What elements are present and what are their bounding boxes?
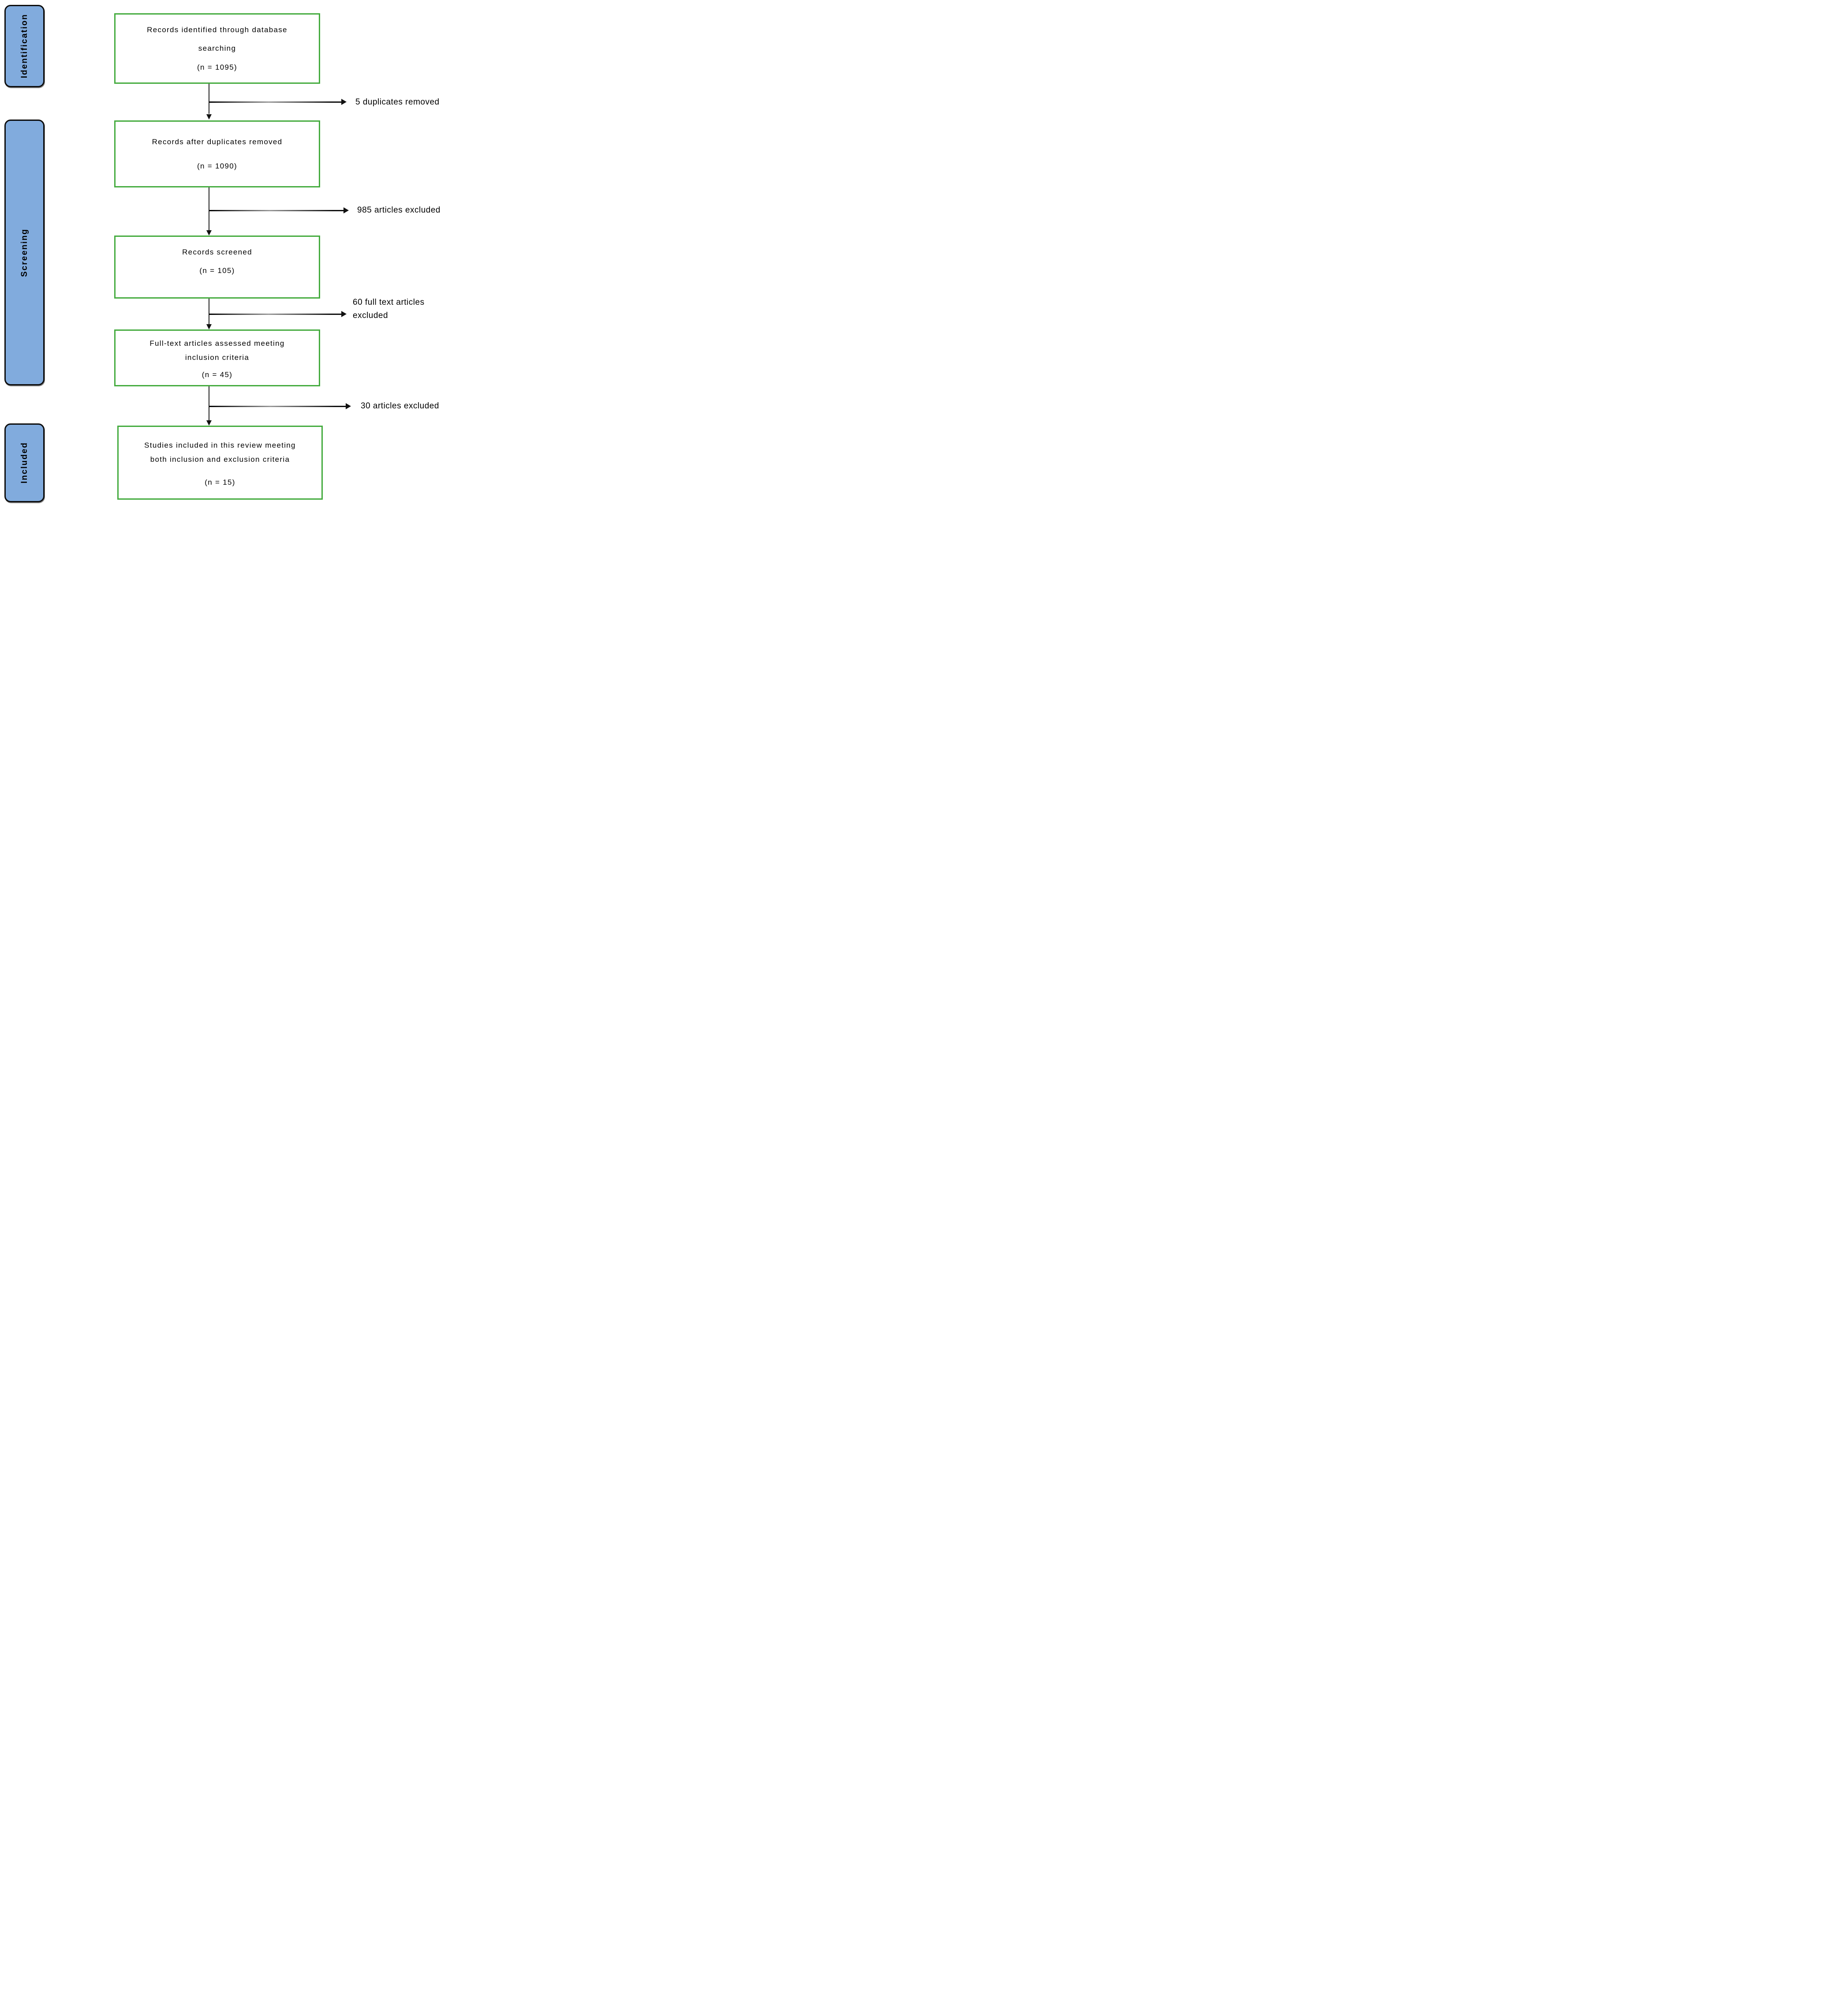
side-label-line: 5 duplicates removed [355,97,440,107]
flow-box-fulltext-assessed: Full-text articles assessed meeting incl… [114,329,320,386]
side-label-line: 60 full text articles [353,298,425,307]
branch-2-hline [209,210,343,211]
arrowhead-down-icon [206,420,212,426]
branch-1-hline [209,101,341,103]
stage-label-included: Included [19,442,29,484]
box-line: Studies included in this review meeting [144,441,296,450]
arrowhead-right-icon [341,311,347,317]
box-line: inclusion criteria [185,353,250,362]
arrowhead-right-icon [343,207,349,213]
side-label-fulltext-excluded-60: 60 full text articles excluded [353,296,425,322]
arrowhead-right-icon [341,99,347,105]
stage-box-identification: Identification [4,5,45,87]
stage-label-screening: Screening [19,228,29,277]
box-count: (n = 1090) [197,161,237,170]
box-line: Records screened [182,247,252,256]
box-line: Full-text articles assessed meeting [149,339,285,348]
box-line: Records identified through database [147,25,287,34]
box-line: searching [198,44,236,53]
box-line-group: Studies included in this review meeting … [144,438,296,467]
box-count: (n = 15) [205,478,235,486]
branch-4-hline [209,406,346,407]
arrowhead-down-icon [206,114,212,120]
box-count: (n = 105) [199,266,235,275]
flow-box-studies-included: Studies included in this review meeting … [117,426,323,500]
box-line-group: Full-text articles assessed meeting incl… [149,337,284,365]
stage-box-included: Included [4,423,45,502]
flow-box-records-screened: Records screened (n = 105) [114,236,320,299]
stage-label-identification: Identification [19,14,29,79]
side-label-line: 985 articles excluded [357,206,441,215]
arrowhead-down-icon [206,324,212,329]
side-label-line: 30 articles excluded [361,401,439,411]
box-line: Records after duplicates removed [152,138,283,146]
side-label-line: excluded [353,311,388,320]
stage-box-screening: Screening [4,120,45,385]
flow-box-records-identified: Records identified through database sear… [114,13,320,84]
side-label-duplicates-removed: 5 duplicates removed [355,96,440,109]
arrowhead-right-icon [346,403,351,409]
flow-box-after-duplicates-removed: Records after duplicates removed (n = 10… [114,120,320,187]
side-label-articles-excluded-985: 985 articles excluded [357,204,441,217]
side-label-articles-excluded-30: 30 articles excluded [361,400,439,413]
box-count: (n = 45) [202,370,233,379]
box-count: (n = 1095) [197,63,237,72]
prisma-flow-diagram: Identification Screening Included Record… [0,0,458,504]
box-line: both inclusion and exclusion criteria [150,455,290,464]
branch-3-hline [209,314,341,315]
arrowhead-down-icon [206,230,212,236]
